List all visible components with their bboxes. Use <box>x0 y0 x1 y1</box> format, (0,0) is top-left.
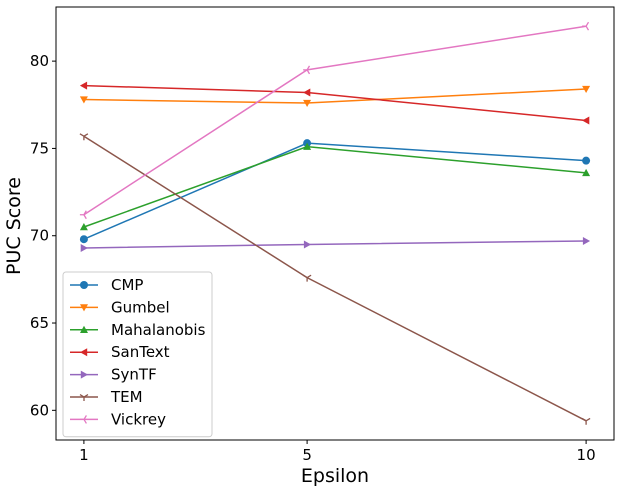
legend-item-santext: SanText <box>70 343 170 361</box>
data-point-gumbel <box>303 99 312 108</box>
series-cmp <box>79 139 591 244</box>
y-tick-label: 80 <box>30 52 49 70</box>
legend-label: SanText <box>111 343 170 361</box>
legend-box <box>62 271 213 438</box>
data-point-vickrey <box>303 65 311 75</box>
legend-item-syntf: SynTF <box>70 366 157 384</box>
plot-area <box>55 6 615 441</box>
data-point-syntf <box>303 240 312 249</box>
data-point-mahalanobis <box>303 142 312 150</box>
legend-marker <box>80 348 88 357</box>
data-point-santext <box>79 81 88 90</box>
y-axis-ticks: 60 65 70 75 80 <box>30 52 56 419</box>
data-point-santext <box>582 116 590 125</box>
series-line-mahalanobis <box>83 145 587 228</box>
legend-label: CMP <box>111 276 143 294</box>
series-santext <box>79 81 590 125</box>
y-tick-label: 65 <box>30 314 49 332</box>
series-mahalanobis <box>79 142 591 231</box>
legend-marker <box>79 394 89 401</box>
data-point-cmp <box>582 156 591 165</box>
series-line-syntf <box>83 240 587 249</box>
data-point-tem <box>581 417 591 425</box>
legend-item-gumbel: Gumbel <box>70 298 170 316</box>
data-point-syntf <box>582 236 591 245</box>
data-point-syntf <box>80 243 88 252</box>
legend-label: Vickrey <box>111 410 166 428</box>
data-point-vickrey <box>79 210 87 220</box>
y-axis-label: PUC Score <box>3 177 25 275</box>
series-tem <box>79 133 591 425</box>
legend-marker <box>80 281 88 289</box>
data-point-tem <box>302 274 312 282</box>
legend-item-cmp: CMP <box>70 276 143 294</box>
legend-item-mahalanobis: Mahalanobis <box>70 321 206 339</box>
series-line-cmp <box>83 142 587 240</box>
legend-label: Mahalanobis <box>111 321 206 339</box>
data-point-vickrey <box>582 21 590 31</box>
series-vickrey <box>79 21 590 220</box>
series-syntf <box>80 236 591 252</box>
x-tick-label: 1 <box>79 446 89 464</box>
y-tick-label: 60 <box>30 401 49 419</box>
legend-label: SynTF <box>111 366 157 384</box>
legend-marker <box>80 325 88 333</box>
legend-label: TEM <box>110 388 143 406</box>
data-point-santext <box>303 88 311 97</box>
legend-label: Gumbel <box>111 298 170 316</box>
data-point-mahalanobis <box>582 168 591 177</box>
legend-marker <box>80 304 88 312</box>
legend-item-vickrey: Vickrey <box>70 410 166 428</box>
y-tick-label: 75 <box>30 139 49 157</box>
legend-item-tem: TEM <box>70 388 143 406</box>
y-tick-label: 70 <box>30 227 49 245</box>
series-gumbel <box>79 85 591 108</box>
x-axis-label: Epsilon <box>301 465 369 487</box>
data-point-mahalanobis <box>79 222 88 231</box>
series-line-vickrey <box>83 25 587 216</box>
axes-frame <box>55 6 615 441</box>
legend-marker <box>80 370 88 379</box>
series-line-santext <box>83 84 587 122</box>
data-point-gumbel <box>582 85 591 94</box>
data-point-cmp <box>79 235 88 244</box>
x-tick-label: 5 <box>302 446 312 464</box>
data-point-gumbel <box>79 96 88 104</box>
data-point-tem <box>79 133 89 141</box>
x-tick-label: 10 <box>577 446 596 464</box>
legend-marker <box>80 415 87 424</box>
